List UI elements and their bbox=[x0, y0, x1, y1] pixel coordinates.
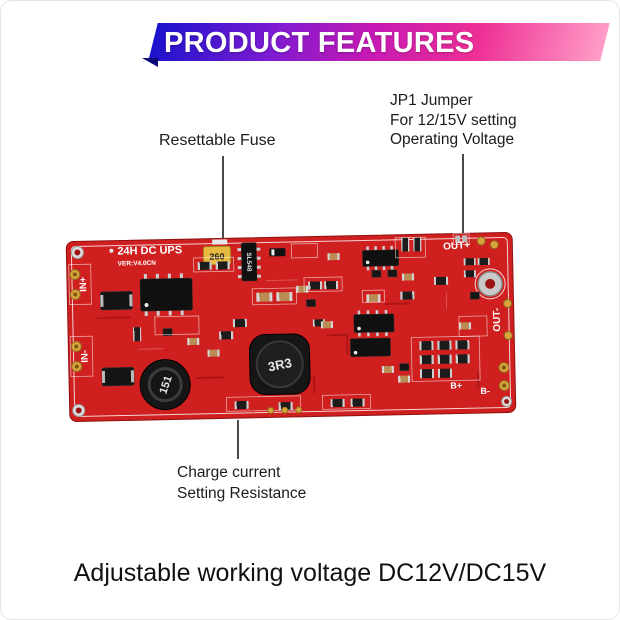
callout-jp1-text-line2: For 12/15V setting bbox=[390, 111, 517, 129]
silkscreen-outlines bbox=[154, 236, 488, 412]
callout-resettable-fuse-label: Resettable Fuse bbox=[159, 132, 276, 149]
battery-terminals: B+ B- bbox=[450, 362, 510, 396]
silkscreen-version: VER:V4.0CN bbox=[118, 260, 157, 268]
bottom-solder-pads bbox=[267, 406, 303, 414]
ic-controller bbox=[139, 273, 193, 317]
silkscreen-out-minus-label: OUT- bbox=[492, 308, 503, 332]
ic-sl548-label: SL548 bbox=[245, 252, 252, 272]
pcb-board-image: IN+ IN- 24H DC UPS VER:V4.0CN 260 SL548 bbox=[65, 231, 517, 423]
callout-jp1-line bbox=[462, 154, 464, 238]
jp1-jumper bbox=[452, 232, 470, 245]
silkscreen-in-minus-label: IN- bbox=[79, 350, 90, 363]
inductor-3r3: 3R3 bbox=[248, 333, 311, 396]
silkscreen-in-plus-label: IN+ bbox=[78, 276, 89, 292]
ic-sl548: SL548 bbox=[237, 242, 261, 282]
footer-caption: Adjustable working voltage DC12V/DC15V bbox=[73, 559, 547, 587]
callout-jp1-label: JP1 Jumper For 12/15V setting Operating … bbox=[390, 91, 517, 150]
callout-charge-text-line2: Setting Resistance bbox=[177, 485, 307, 502]
fuse-value: 260 bbox=[209, 251, 224, 261]
callout-charge-line bbox=[237, 420, 239, 459]
silkscreen-out-plus-label: OUT+ bbox=[443, 240, 471, 253]
diode bbox=[269, 248, 286, 257]
power-modules bbox=[99, 291, 135, 387]
callout-jp1-text-line3: Operating Voltage bbox=[390, 131, 515, 148]
inductor-3r3-label: 3R3 bbox=[267, 355, 293, 374]
silkscreen-b-plus-label: B+ bbox=[450, 380, 462, 390]
inductor-151-label: 151 bbox=[157, 374, 174, 395]
banner-title: PRODUCT FEATURES bbox=[164, 27, 475, 59]
soic-ics bbox=[350, 245, 399, 357]
input-terminals: IN+ IN- bbox=[68, 263, 94, 378]
resettable-fuse-component: 260 bbox=[202, 239, 232, 266]
smd-components bbox=[132, 237, 490, 411]
silkscreen-title: 24H DC UPS bbox=[117, 244, 182, 257]
mounting-holes bbox=[70, 245, 513, 417]
callout-charge-text-line1: Charge current bbox=[177, 464, 281, 481]
pcb-traces bbox=[96, 279, 480, 394]
silkscreen-b-minus-label: B- bbox=[480, 386, 490, 396]
callout-resettable-fuse-line bbox=[222, 156, 224, 243]
banner-fold bbox=[142, 58, 158, 67]
callout-charge-label: Charge current Setting Resistance bbox=[177, 462, 306, 504]
silkscreen-branding: 24H DC UPS VER:V4.0CN bbox=[109, 244, 182, 268]
inductor-151: 151 bbox=[139, 359, 191, 411]
callout-jp1-text-line1: JP1 Jumper bbox=[390, 92, 473, 109]
